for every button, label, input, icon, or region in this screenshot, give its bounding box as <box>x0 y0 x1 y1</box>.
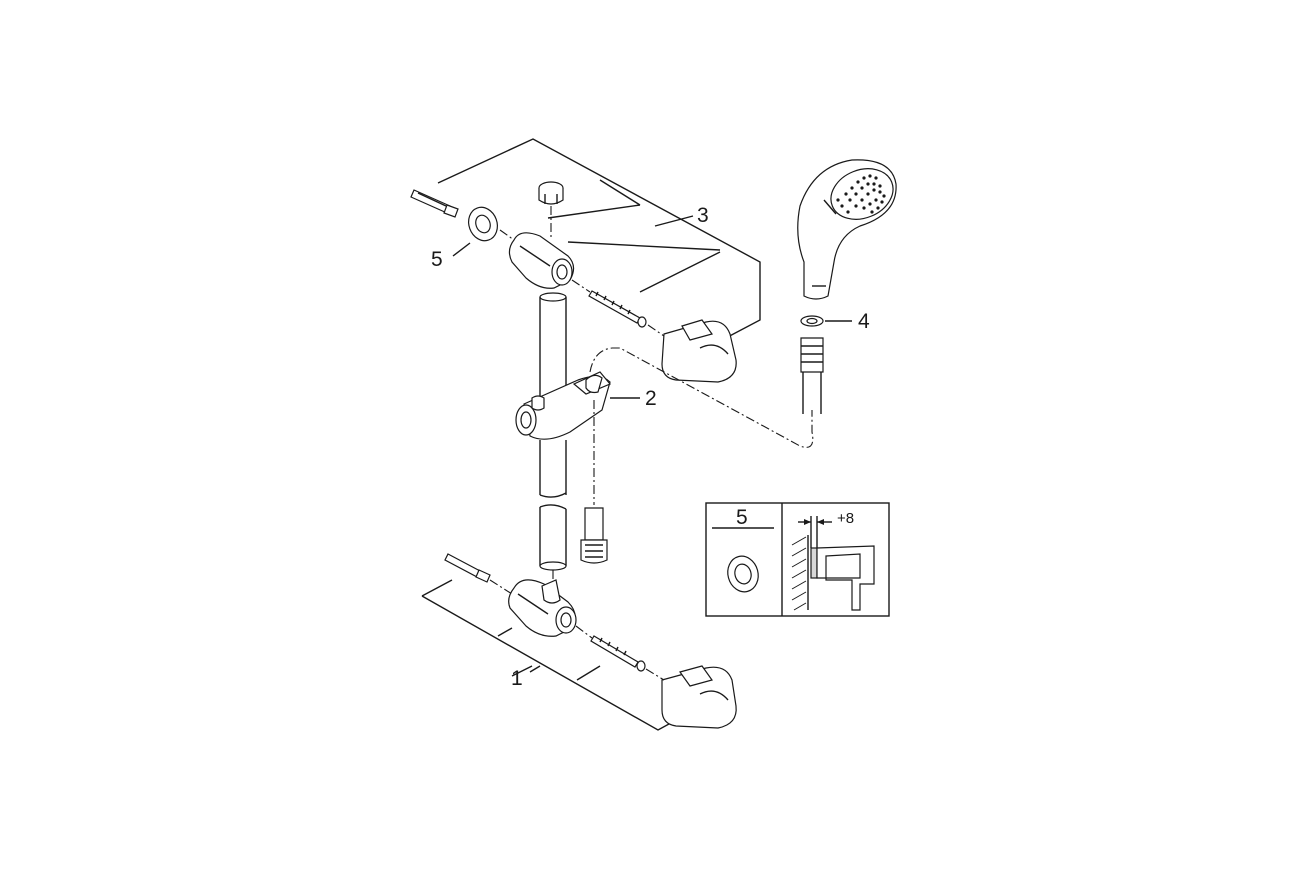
callout-3: 3 <box>697 204 709 227</box>
hose-washer <box>800 315 852 327</box>
upper-bracket-body <box>508 232 575 289</box>
detail-dimension-label: +8 <box>837 510 854 527</box>
detail-spacer-ring <box>727 555 759 593</box>
lower-bracket-body <box>508 579 577 637</box>
slide-bar <box>539 292 567 585</box>
callout-1: 1 <box>511 667 523 690</box>
top-end-cap <box>538 181 564 205</box>
spacer-ring-upper <box>468 206 498 242</box>
callout-5: 5 <box>431 248 443 271</box>
callout-2: 2 <box>645 387 657 410</box>
lower-long-screw <box>590 635 646 672</box>
callout-4: 4 <box>858 310 870 333</box>
hose-connector <box>580 400 608 564</box>
upper-screw <box>410 189 459 218</box>
lower-bracket-group <box>421 553 737 731</box>
spacer-detail-box: 5 +8 <box>705 502 890 617</box>
lower-wall-cover <box>661 665 737 729</box>
upper-long-screw <box>588 290 647 328</box>
detail-wall-section: +8 <box>791 510 875 611</box>
lower-screw <box>444 553 491 583</box>
slider-holder <box>515 371 640 440</box>
shower-hose <box>589 337 824 448</box>
upper-wall-cover <box>661 319 737 383</box>
detail-part-label: 5 <box>736 506 748 529</box>
hand-shower <box>797 159 897 300</box>
upper-bracket-group <box>410 138 761 383</box>
